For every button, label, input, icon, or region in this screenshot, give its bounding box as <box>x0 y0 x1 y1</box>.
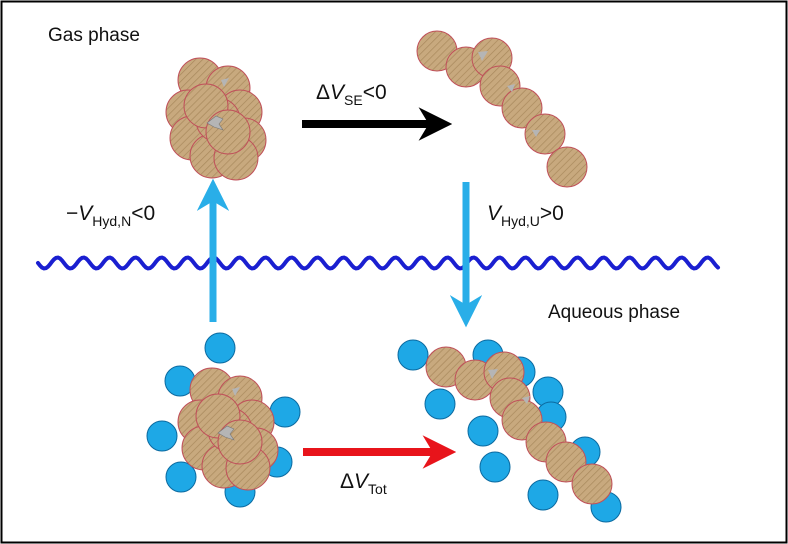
aqueous-phase-label: Aqueous phase <box>548 302 680 323</box>
unfolded-protein-aqueous <box>397 339 622 523</box>
delta-v-tot-label: ΔVTot <box>340 470 387 497</box>
air-water-interface <box>36 255 720 271</box>
v-hyd-u-label: VHyd,U>0 <box>487 202 564 229</box>
gas-phase-label: Gas phase <box>48 25 140 46</box>
unfolded-protein-gas <box>416 30 588 188</box>
native-protein-aqueous <box>146 332 301 508</box>
delta-v-se-label: ΔVSE<0 <box>316 81 387 108</box>
native-protein-gas <box>165 57 267 181</box>
v-hyd-n-label: −VHyd,N<0 <box>66 202 155 229</box>
